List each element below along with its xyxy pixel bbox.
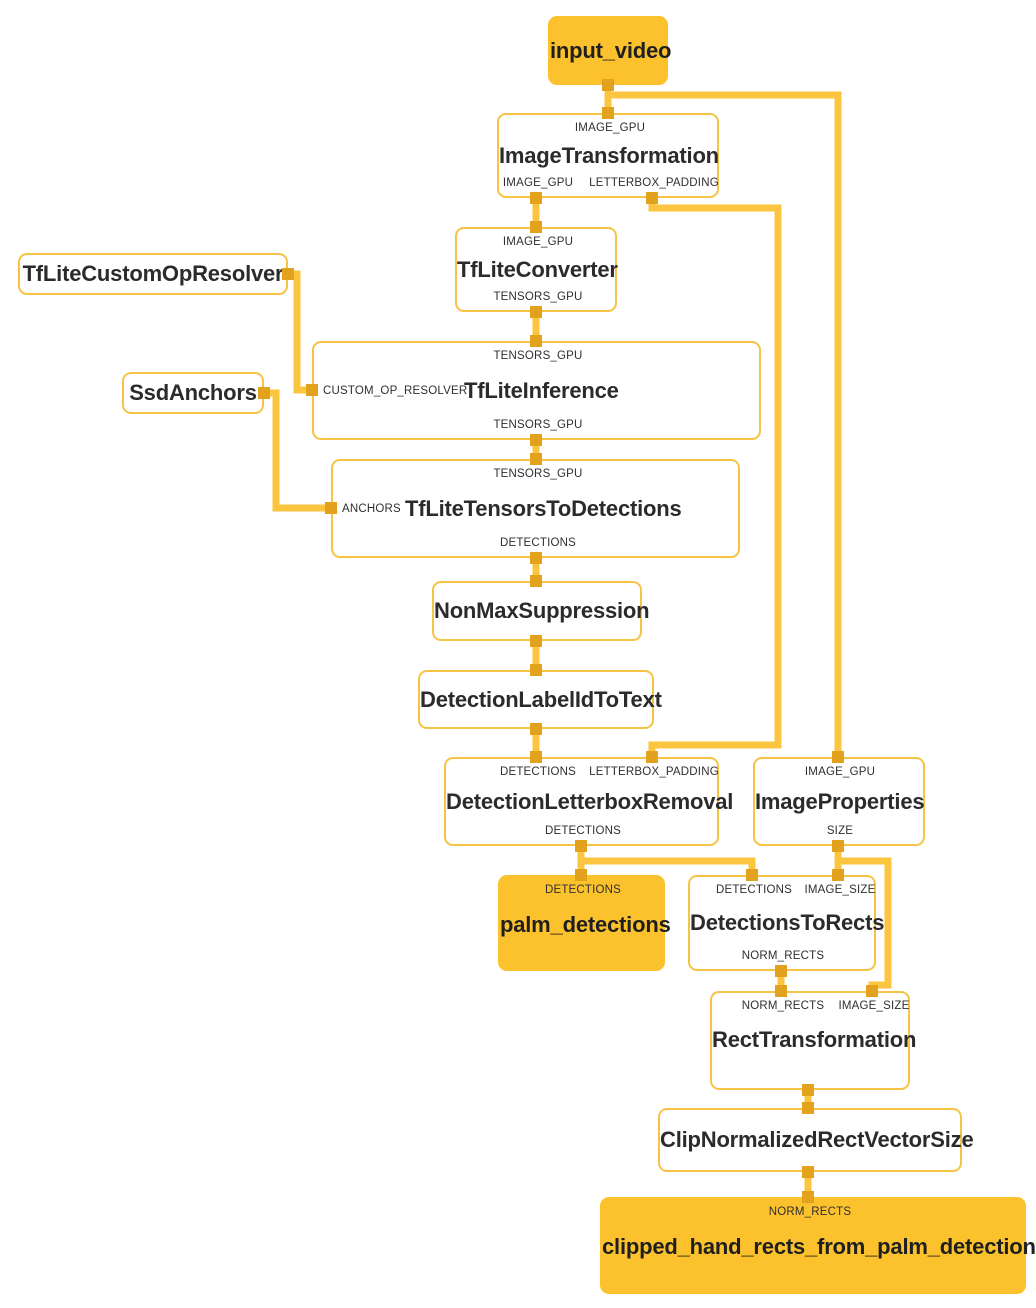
node-title: input_video <box>550 37 672 63</box>
port-nub-tflite_tensors_to_detections-in-anchors[interactable] <box>325 502 337 514</box>
port-nub-non_max_suppression-out[interactable] <box>530 635 542 647</box>
node-title: TfLiteCustomOpResolver <box>22 261 284 286</box>
node-tflite-converter[interactable]: IMAGE_GPU TfLiteConverter TENSORS_GPU <box>455 227 618 312</box>
node-title: ImageProperties <box>755 788 925 814</box>
port-nub-tflite_converter-in-image_gpu[interactable] <box>530 221 542 233</box>
port-nub-image_transformation-out-image_gpu[interactable] <box>530 192 542 204</box>
port-label-detections-in: DETECTIONS <box>715 884 793 896</box>
port-label-size-out: SIZE <box>826 825 854 837</box>
node-tflite-tensors-to-detections[interactable]: TENSORS_GPU ANCHORS TfLiteTensorsToDetec… <box>331 459 740 558</box>
port-nub-detections_to_rects-in-detections[interactable] <box>746 869 758 881</box>
port-label-norm-rects-in: NORM_RECTS <box>768 1206 852 1218</box>
node-ssd-anchors[interactable]: SsdAnchors <box>122 372 264 414</box>
port-label-detections-in: DETECTIONS <box>544 884 622 896</box>
node-title: DetectionLabelIdToText <box>420 686 662 712</box>
port-label-tensors-gpu-out: TENSORS_GPU <box>493 291 583 303</box>
port-nub-rect_transformation-out[interactable] <box>802 1084 814 1096</box>
node-image-transformation[interactable]: IMAGE_GPU ImageTransformation IMAGE_GPU … <box>497 113 719 198</box>
node-detection-letterbox-removal[interactable]: DETECTIONS LETTERBOX_PADDING DetectionLe… <box>444 757 734 846</box>
port-nub-detections_to_rects-out-norm_rects[interactable] <box>775 965 787 977</box>
port-nub-tflite_tensors_to_detections-in-tensors_gpu[interactable] <box>530 453 542 465</box>
edge-detection_letterbox_removal-to-detections_to_rects <box>581 857 756 875</box>
port-nub-image_transformation-in-image_gpu[interactable] <box>602 107 614 119</box>
node-title: TfLiteConverter <box>457 256 618 282</box>
node-image-properties[interactable]: IMAGE_GPU ImageProperties SIZE <box>753 757 925 846</box>
node-palm-detections[interactable]: DETECTIONS palm_detections <box>498 875 671 971</box>
port-nub-tflite_inference-in-tensors_gpu[interactable] <box>530 335 542 347</box>
node-title: DetectionLetterboxRemoval <box>446 788 734 814</box>
port-label-tensors-gpu-in: TENSORS_GPU <box>493 468 583 480</box>
port-nub-tflite_inference-in-custom_op[interactable] <box>306 384 318 396</box>
node-title: RectTransformation <box>712 1027 917 1052</box>
port-nub-detection_label_id_to_text-in[interactable] <box>530 664 542 676</box>
port-nub-detection_letterbox_removal-in-letterbox[interactable] <box>646 751 658 763</box>
port-label-image-gpu-in: IMAGE_GPU <box>804 766 876 778</box>
node-rect-transformation[interactable]: NORM_RECTS IMAGE_SIZE RectTransformation <box>710 991 917 1090</box>
port-label-image-gpu-in: IMAGE_GPU <box>502 236 574 248</box>
port-nub-rect_transformation-in-norm_rects[interactable] <box>775 985 787 997</box>
node-non-max-suppression[interactable]: NonMaxSuppression <box>432 581 650 641</box>
port-label-detections-out: DETECTIONS <box>544 825 622 837</box>
port-nub-image_properties-out-size[interactable] <box>832 840 844 852</box>
port-label-tensors-gpu-in: TENSORS_GPU <box>493 350 583 362</box>
node-title: clipped_hand_rects_from_palm_detections <box>602 1234 1036 1259</box>
node-clip-normalized-rect-vector-size[interactable]: ClipNormalizedRectVectorSize <box>658 1108 974 1172</box>
port-nub-detection_letterbox_removal-out-detections[interactable] <box>575 840 587 852</box>
port-nub-tflite_inference-out-tensors_gpu[interactable] <box>530 434 542 446</box>
node-title: ImageTransformation <box>499 142 719 168</box>
node-title: TfLiteInference <box>464 377 619 403</box>
port-nub-rect_transformation-in-image_size[interactable] <box>866 985 878 997</box>
port-nub-clipped_hand_rects-in-norm_rects[interactable] <box>802 1191 814 1203</box>
node-tflite-inference[interactable]: TENSORS_GPU CUSTOM_OP_RESOLVER TfLiteInf… <box>312 341 761 440</box>
port-nub-tflite_tensors_to_detections-out-detections[interactable] <box>530 552 542 564</box>
port-label-anchors-in: ANCHORS <box>342 502 401 515</box>
node-title: TfLiteTensorsToDetections <box>405 495 682 521</box>
node-input-video[interactable]: input_video <box>548 16 672 85</box>
port-nub-tflite_custom_op_resolver-out[interactable] <box>282 268 294 280</box>
port-nub-clip_normalized_rect_vector_size-in[interactable] <box>802 1102 814 1114</box>
node-title: palm_detections <box>500 912 671 937</box>
port-label-tensors-gpu-out: TENSORS_GPU <box>493 419 583 431</box>
port-label-letterbox-padding-out: LETTERBOX_PADDING <box>589 177 719 189</box>
port-nub-input_video-out-image_gpu[interactable] <box>602 79 614 91</box>
port-label-image-size-in: IMAGE_SIZE <box>804 884 876 896</box>
port-nub-image_transformation-out-letterbox[interactable] <box>646 192 658 204</box>
port-label-image-size-in: IMAGE_SIZE <box>838 1000 910 1012</box>
port-nub-image_properties-in-image_gpu[interactable] <box>832 751 844 763</box>
port-nub-palm_detections-in-detections[interactable] <box>575 869 587 881</box>
edge-tflite_custom_op_resolver-to-tflite_inference <box>288 270 312 394</box>
node-title: DetectionsToRects <box>690 910 885 935</box>
port-label-norm-rects-in: NORM_RECTS <box>741 1000 825 1012</box>
port-nub-detection_label_id_to_text-out[interactable] <box>530 723 542 735</box>
node-clipped-hand-rects-from-palm-detections[interactable]: NORM_RECTS clipped_hand_rects_from_palm_… <box>600 1197 1036 1294</box>
node-tflite-custom-op-resolver[interactable]: TfLiteCustomOpResolver <box>18 253 288 295</box>
port-label-detections-out: DETECTIONS <box>499 537 577 549</box>
port-label-letterbox-padding-in: LETTERBOX_PADDING <box>589 766 719 778</box>
port-label-norm-rects-out: NORM_RECTS <box>741 950 825 962</box>
port-label-image-gpu-in: IMAGE_GPU <box>574 122 646 134</box>
port-label-detections-in: DETECTIONS <box>499 766 577 778</box>
port-nub-detections_to_rects-in-image_size[interactable] <box>832 869 844 881</box>
port-nub-detection_letterbox_removal-in-detections[interactable] <box>530 751 542 763</box>
port-nub-clip_normalized_rect_vector_size-out[interactable] <box>802 1166 814 1178</box>
port-nub-tflite_converter-out-tensors_gpu[interactable] <box>530 306 542 318</box>
node-detections-to-rects[interactable]: DETECTIONS IMAGE_SIZE DetectionsToRects … <box>688 875 885 971</box>
port-label-image-gpu-out: IMAGE_GPU <box>502 177 574 189</box>
port-label-custom-op-resolver-in: CUSTOM_OP_RESOLVER <box>323 384 468 397</box>
node-title: ClipNormalizedRectVectorSize <box>660 1127 974 1152</box>
port-nub-non_max_suppression-in[interactable] <box>530 575 542 587</box>
port-nub-ssd_anchors-out[interactable] <box>258 387 270 399</box>
node-detection-label-id-to-text[interactable]: DetectionLabelIdToText <box>418 670 662 729</box>
node-title: NonMaxSuppression <box>434 598 650 623</box>
node-title: SsdAnchors <box>129 380 257 405</box>
